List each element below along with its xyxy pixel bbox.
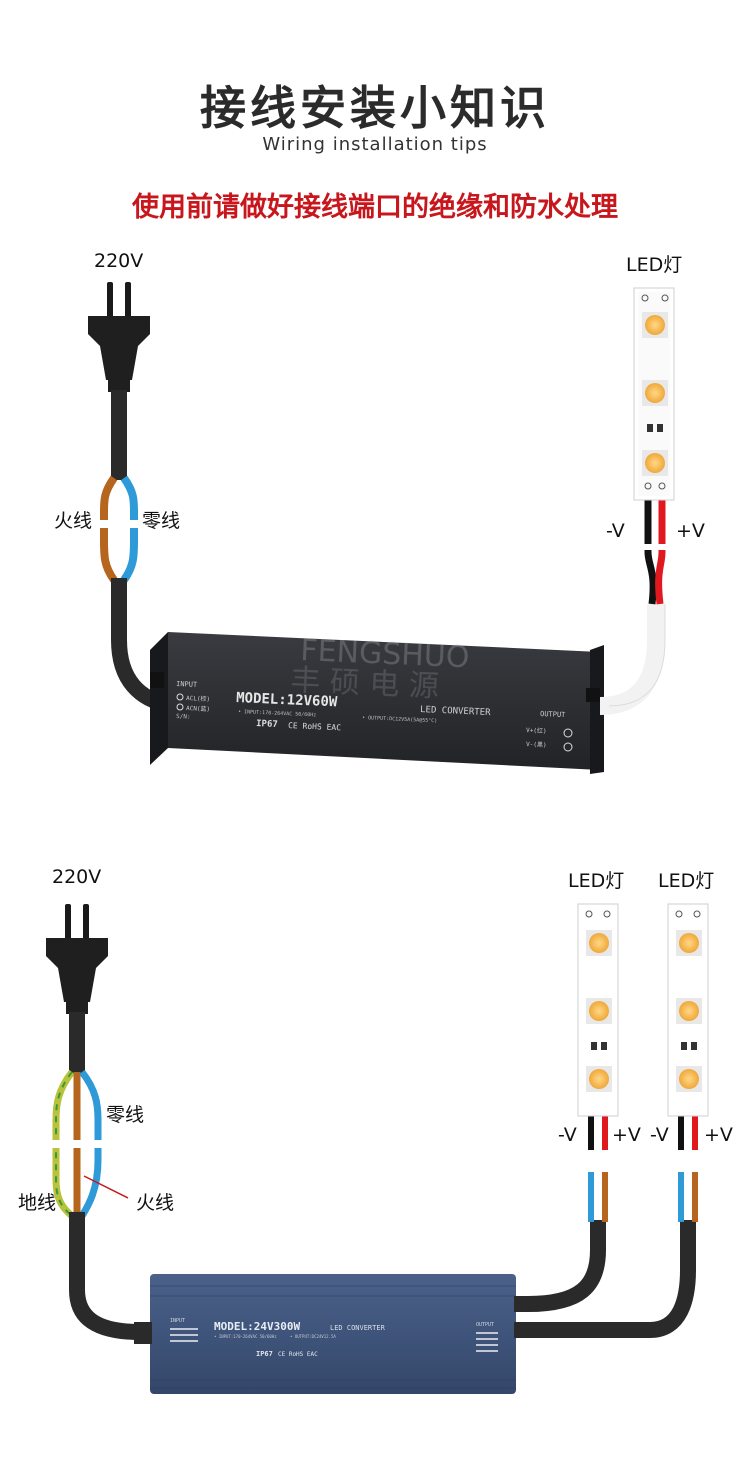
psu2-spec2: • OUTPUT:DC24V12.5A [290, 1334, 336, 1339]
watermark: FENGSHUO [300, 633, 470, 675]
power-supply-12v: MODEL:12V60W LED CONVERTER INPUT OUTPUT … [150, 632, 604, 774]
psu2-ip: IP67 [256, 1350, 273, 1358]
negative-label: -V [606, 520, 625, 542]
pointer-line [83, 1175, 129, 1199]
warning-text: 使用前请做好接线端口的绝缘和防水处理 [132, 192, 618, 223]
led-strip [577, 903, 619, 1117]
neutral-label: 零线 [142, 510, 181, 532]
power-cable [69, 1012, 85, 1074]
psu2-model: MODEL:24V300W [214, 1320, 300, 1333]
page-subtitle: Wiring installation tips [262, 134, 488, 155]
voltage-label: 220V [52, 866, 102, 888]
psu1-acl: ACL(棕) [186, 694, 210, 703]
psu1-model: MODEL:12V60W [236, 690, 338, 710]
psu2-certs: CE RoHS EAC [278, 1351, 318, 1358]
psu1-spec: • INPUT:170-264VAC 50/60Hz [238, 709, 316, 718]
psu1-certs: CE RoHS EAC [288, 721, 342, 732]
power-supply-24v: MODEL:24V300W LED CONVERTER INPUT OUTPUT… [134, 1274, 530, 1394]
live-label: 火线 [54, 510, 93, 532]
psu1-type: LED CONVERTER [420, 705, 491, 718]
led-strip [667, 903, 709, 1117]
psu1-output: OUTPUT [540, 710, 566, 719]
neutral-wire [120, 475, 138, 583]
neutral-label: 零线 [106, 1104, 145, 1126]
power-cable [111, 390, 127, 480]
psu1-vminus: V-(黑) [526, 741, 547, 749]
psu2-type: LED CONVERTER [330, 1324, 386, 1332]
psu1-sn: S/N: [176, 713, 191, 721]
plug-icon [88, 282, 150, 392]
positive-label-2: +V [704, 1124, 733, 1146]
live-label: 火线 [136, 1192, 175, 1214]
ground-label: 地线 [18, 1192, 57, 1214]
positive-label-1: +V [612, 1124, 641, 1146]
negative-label-2: -V [650, 1124, 669, 1146]
positive-label: +V [676, 520, 705, 542]
positive-wire [655, 490, 666, 605]
output-cable [599, 604, 665, 715]
psu2-output: OUTPUT [476, 1322, 494, 1328]
plug-icon [46, 904, 108, 1014]
input-cable [69, 1226, 141, 1340]
psu2-input: INPUT [170, 1318, 185, 1324]
led-strip [633, 287, 675, 501]
negative-label-1: -V [558, 1124, 577, 1146]
psu1-ip: IP67 [256, 719, 278, 730]
psu1-input: INPUT [176, 680, 198, 689]
psu1-spec2: • OUTPUT:DC12V5A(5A@55°C) [362, 715, 437, 724]
voltage-label: 220V [94, 250, 144, 272]
output-cable-2 [528, 1220, 696, 1338]
led-label-1: LED灯 [568, 870, 625, 892]
output-cable-1 [527, 1220, 606, 1312]
psu2-spec: • INPUT:170-264VAC 50/60Hz [214, 1334, 277, 1339]
psu1-acn: ACN(蓝) [186, 704, 210, 713]
page-title: 接线安装小知识 [200, 81, 550, 135]
negative-wire [644, 490, 657, 605]
live-wire [100, 475, 118, 583]
led-label-2: LED灯 [658, 870, 715, 892]
led-label: LED灯 [626, 254, 683, 276]
ground-wire [52, 1069, 75, 1219]
psu1-vplus: V+(红) [526, 726, 547, 735]
watermark-cn: 丰 硕 电 源 [290, 663, 440, 704]
